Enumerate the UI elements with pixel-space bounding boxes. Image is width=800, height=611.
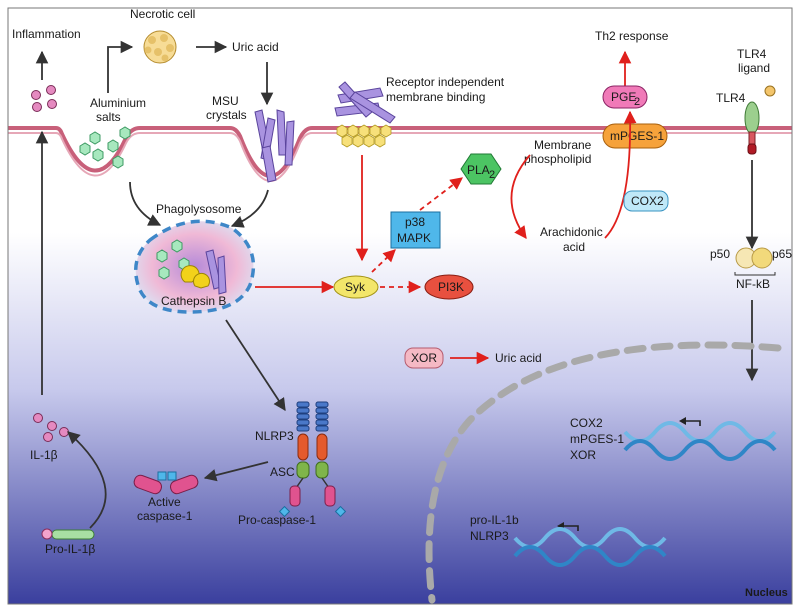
genes2-nlrp3: NLRP3 bbox=[470, 529, 509, 543]
asc-label: ASC bbox=[270, 465, 295, 479]
genes2-pro-il1b: pro-IL-1b bbox=[470, 513, 519, 527]
inflammasome bbox=[278, 401, 347, 518]
arrow-proil1b-to-il1b bbox=[67, 431, 107, 529]
uric-acid-top-label: Uric acid bbox=[232, 40, 279, 54]
genes1-cox2: COX2 bbox=[570, 416, 603, 430]
nucleus-label: Nucleus bbox=[745, 587, 788, 599]
phagolysosome-label: Phagolysosome bbox=[156, 202, 242, 216]
inflammation-label: Inflammation bbox=[12, 27, 81, 41]
arachidonic-label: Arachidonic bbox=[540, 225, 603, 239]
membrane-bound-crystals bbox=[334, 81, 396, 148]
nfkb-label: NF-kB bbox=[736, 277, 770, 291]
aluminium-salts-label: Aluminium bbox=[90, 96, 146, 110]
membrane-phospholipid-label-2: phospholipid bbox=[524, 152, 591, 166]
cell-membrane bbox=[8, 126, 792, 178]
genes1-xor: XOR bbox=[570, 448, 596, 462]
il1b-label: IL-1β bbox=[30, 448, 58, 462]
cox2-node: COX2 bbox=[623, 190, 669, 212]
arrow-msu-to-phagolysosome bbox=[230, 189, 269, 228]
arrow-salts-to-necrotic bbox=[107, 40, 134, 93]
arrow-arachidonic-to-pge2 bbox=[604, 110, 637, 239]
svg-text:mPGES-1: mPGES-1 bbox=[610, 129, 664, 143]
active-caspase-label-2: caspase-1 bbox=[137, 509, 193, 523]
dna1-start-arrow bbox=[683, 420, 701, 426]
syk-node: Syk bbox=[333, 275, 379, 299]
p65-label: p65 bbox=[772, 247, 792, 261]
tlr4-receptor bbox=[744, 101, 760, 155]
nfkb-complex: p50 p65 NF-kB bbox=[710, 247, 792, 291]
necrotic-cell-icon bbox=[143, 30, 177, 64]
xor-node: XOR bbox=[404, 347, 444, 369]
pge2-node: PGE 2 bbox=[602, 85, 648, 109]
aluminium-salts-label-2: salts bbox=[96, 110, 121, 124]
frame bbox=[7, 7, 793, 605]
tlr4-ligand-icon bbox=[764, 85, 776, 97]
svg-text:PI3K: PI3K bbox=[438, 280, 464, 294]
membrane-phospholipid-label: Membrane bbox=[534, 138, 592, 152]
nlrp3-label: NLRP3 bbox=[255, 429, 294, 443]
arachidonic-label-2: acid bbox=[563, 240, 585, 254]
svg-text:COX2: COX2 bbox=[631, 194, 664, 208]
receptor-label-2: membrane binding bbox=[386, 90, 485, 104]
pro-caspase-label: Pro-caspase-1 bbox=[238, 513, 316, 527]
active-caspase-icon bbox=[133, 471, 199, 495]
arrow-salts-to-phagolysosome bbox=[129, 181, 162, 226]
dna2-start-arrow bbox=[561, 525, 579, 531]
svg-text:PLA: PLA bbox=[467, 163, 490, 177]
svg-text:Syk: Syk bbox=[345, 280, 366, 294]
pro-il1b-label: Pro-IL-1β bbox=[45, 542, 95, 556]
arrow-phospholipid-to-arachidonic bbox=[510, 154, 531, 240]
cell-membrane-inner bbox=[8, 132, 792, 182]
svg-text:PGE: PGE bbox=[611, 90, 636, 104]
p38-mapk-node: p38 MAPK bbox=[390, 211, 441, 249]
mpges1-node: mPGES-1 bbox=[602, 123, 668, 149]
tlr4-ligand-label-2: ligand bbox=[738, 61, 770, 75]
arrow-phagolysosome-to-nlrp3 bbox=[225, 319, 286, 412]
cathepsin-b-label: Cathepsin B bbox=[161, 294, 226, 308]
pro-il1b-icon bbox=[41, 528, 95, 540]
arrow-inflammasome-to-caspase bbox=[203, 461, 269, 482]
pla2-node: PLA 2 bbox=[460, 153, 502, 185]
cytokine-cluster-top bbox=[31, 85, 57, 112]
phagolysosome-vesicle bbox=[134, 219, 256, 314]
active-caspase-label: Active bbox=[148, 495, 181, 509]
p50-label: p50 bbox=[710, 247, 730, 261]
tlr4-ligand-label: TLR4 bbox=[737, 47, 767, 61]
svg-text:2: 2 bbox=[634, 96, 640, 108]
svg-text:MAPK: MAPK bbox=[397, 231, 431, 245]
msu-label: MSU bbox=[212, 94, 239, 108]
uric-acid-mid-label: Uric acid bbox=[495, 351, 542, 365]
svg-text:p38: p38 bbox=[405, 215, 425, 229]
dna-helix-2 bbox=[513, 527, 667, 567]
cytoplasm bbox=[8, 128, 792, 604]
msu-label-2: crystals bbox=[206, 108, 247, 122]
th2-response-label: Th2 response bbox=[595, 29, 669, 43]
svg-text:2: 2 bbox=[489, 169, 495, 181]
nuclear-envelope bbox=[425, 341, 782, 604]
dna-helix-1 bbox=[623, 421, 777, 461]
genes1-mpges1: mPGES-1 bbox=[570, 432, 624, 446]
necrotic-cell-label: Necrotic cell bbox=[130, 7, 195, 21]
msu-crystals bbox=[254, 109, 295, 183]
svg-text:XOR: XOR bbox=[411, 351, 437, 365]
pi3k-node: PI3K bbox=[424, 274, 474, 300]
aluminium-hexagons bbox=[79, 126, 131, 169]
receptor-label: Receptor independent bbox=[386, 75, 505, 89]
tlr4-label: TLR4 bbox=[716, 91, 746, 105]
